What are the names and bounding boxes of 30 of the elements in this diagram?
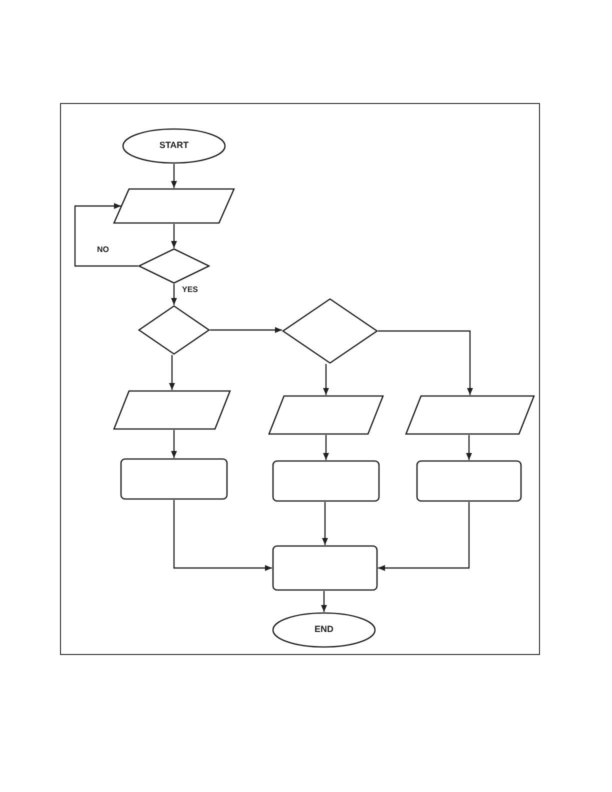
process-box [120,458,228,500]
arrow [171,224,177,248]
arrow [74,203,138,267]
arrow [378,330,473,395]
terminal-oval [122,128,226,164]
decision-diamond [138,248,210,284]
node-label: START [159,139,189,152]
arrow [171,164,177,188]
decision-diamond [282,298,378,364]
io-parallelogram [405,395,535,435]
node-label: END [314,623,334,636]
arrow [323,364,329,395]
arrow [321,591,327,612]
arrow [323,435,329,460]
io-parallelogram [113,188,235,224]
process-box [272,545,378,591]
io-parallelogram [268,395,384,435]
arrow [171,430,177,458]
arrow [466,435,472,460]
process-box [272,460,380,502]
arrow [378,502,470,571]
terminal-oval [272,612,376,648]
arrow [322,502,328,545]
arrow [210,327,282,333]
arrow [173,500,272,571]
io-parallelogram [113,390,231,430]
arrow [171,284,177,305]
process-box [416,460,522,502]
decision-diamond [138,305,210,355]
arrow [169,355,175,390]
